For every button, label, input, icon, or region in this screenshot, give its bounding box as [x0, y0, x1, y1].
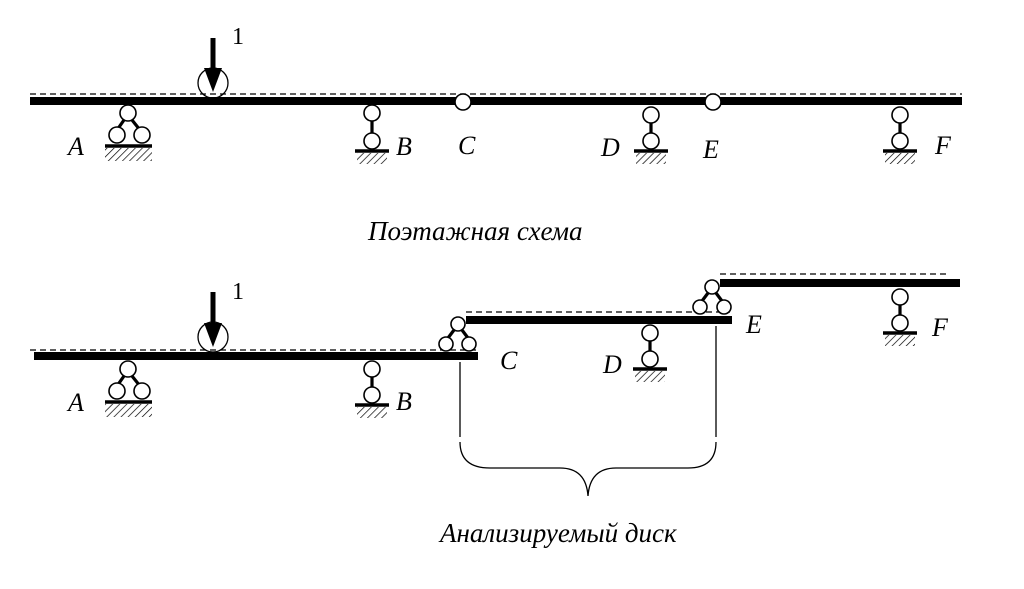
bottom-scheme: 1 A B C D E F — [30, 273, 960, 497]
bottom-label-e: E — [745, 310, 762, 339]
top-support-a — [105, 104, 152, 161]
bottom-label-c: C — [500, 346, 518, 375]
top-label-f: F — [934, 131, 952, 160]
top-label-c: C — [458, 131, 476, 160]
top-support-b — [355, 104, 389, 164]
bottom-support-f — [883, 288, 917, 346]
top-support-d — [634, 106, 668, 164]
bottom-connection-c — [438, 316, 477, 352]
bottom-label-a: A — [66, 388, 84, 417]
top-label-d: D — [600, 133, 620, 162]
top-label-a: A — [66, 132, 84, 161]
top-scheme: 1 A B C D E F — [30, 24, 962, 164]
analyzed-disk-caption: Анализируемый диск — [438, 518, 677, 548]
top-label-b: B — [396, 132, 412, 161]
top-label-e: E — [702, 135, 719, 164]
top-hinge-c — [454, 93, 472, 111]
bottom-support-a — [105, 360, 152, 417]
bottom-label-b: B — [396, 387, 412, 416]
floor-scheme-caption: Поэтажная схема — [367, 216, 582, 246]
analyzed-disk-bracket — [459, 326, 717, 497]
bottom-force-label: 1 — [232, 279, 244, 305]
top-force-arrow — [197, 38, 229, 99]
top-force-label: 1 — [232, 24, 244, 50]
top-hinge-e — [704, 93, 722, 111]
bottom-connection-e — [692, 279, 732, 315]
top-support-f — [883, 106, 917, 164]
bottom-force-arrow — [197, 292, 229, 353]
bottom-support-b — [355, 360, 389, 418]
bottom-support-d — [633, 324, 667, 382]
bottom-label-f: F — [931, 313, 949, 342]
bottom-label-d: D — [602, 350, 622, 379]
